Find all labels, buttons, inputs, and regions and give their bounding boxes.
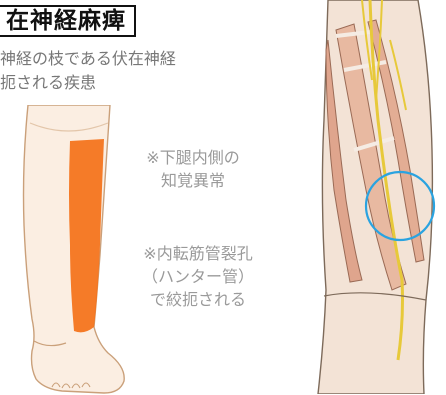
thigh-anatomy-illustration xyxy=(306,0,446,394)
subtitle: 神経の枝である伏在神経 扼される疾患 xyxy=(0,47,250,95)
note-hunter-canal: ※内転筋管裂孔 （ハンター管） で絞扼される xyxy=(118,242,278,311)
lower-leg-illustration xyxy=(8,105,128,395)
sensory-area-highlight xyxy=(69,139,104,332)
page-title: 在神経麻痺 xyxy=(6,8,126,34)
title-box: 在神経麻痺 xyxy=(0,5,136,37)
note-sensory: ※下腿内側の 知覚異常 xyxy=(118,146,268,192)
